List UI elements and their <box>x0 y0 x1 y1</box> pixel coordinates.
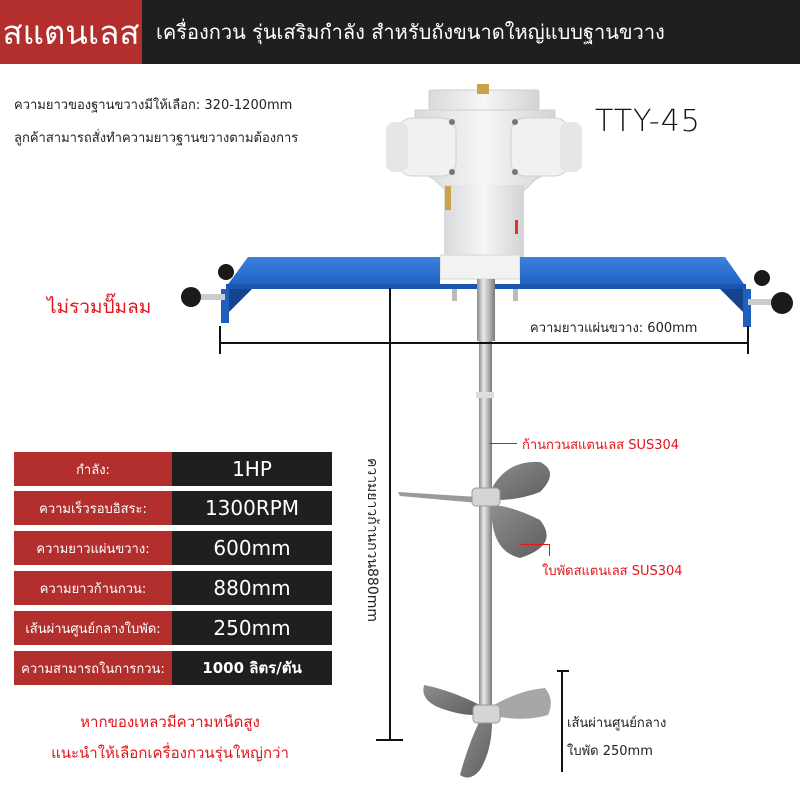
spec-value: 1HP <box>172 452 332 486</box>
spec-label: ความเร็วรอบอิสระ: <box>14 491 172 525</box>
plate-dimension-tick-right <box>747 326 749 354</box>
shaft-length-label: ความยาวก้านกวน880mm <box>364 457 380 623</box>
viscosity-warning-line1: หากของเหลวมีความหนืดสูง <box>80 713 260 731</box>
blade-diameter-dimension-line <box>561 670 563 772</box>
spec-row: ความยาวแผ่นขวาง: 600mm <box>14 531 332 565</box>
spec-label: ความยาวก้านกวน: <box>14 571 172 605</box>
blade-diameter-label-line2: ใบพัด 250mm <box>567 744 653 759</box>
blade-material-callout: ใบพัดสแตนเลส SUS304 <box>542 564 683 579</box>
plate-length-label: ความยาวแผ่นขวาง: 600mm <box>530 321 698 336</box>
plate-length-dimension-line <box>219 342 749 344</box>
base-length-note: ความยาวของฐานขวางมีให้เลือก: 320-1200mm <box>14 98 293 113</box>
blade-dimension-tick-top <box>557 670 569 672</box>
model-number: TTY-45 <box>595 104 701 139</box>
header-badge: สแตนเลส <box>0 0 142 64</box>
shaft-length-dimension-line <box>389 288 391 740</box>
spec-value: 1000 ลิตร/ตัน <box>172 651 332 685</box>
shaft-dimension-tick-bottom <box>376 739 403 741</box>
spec-row: ความสามารถในการกวน: 1000 ลิตร/ตัน <box>14 651 332 685</box>
spec-row: ความยาวก้านกวน: 880mm <box>14 571 332 605</box>
blade-diameter-label-line1: เส้นผ่านศูนย์กลาง <box>567 716 667 731</box>
no-air-pump-note: ไม่รวมปั๊มลม <box>47 296 152 318</box>
spec-value: 250mm <box>172 611 332 645</box>
spec-label: กำลัง: <box>14 452 172 486</box>
header-title: เครื่องกวน รุ่นเสริมกำลัง สำหรับถังขนาดใ… <box>156 20 665 44</box>
blade-callout-line-v <box>549 544 551 556</box>
spec-label: เส้นผ่านศูนย์กลางใบพัด: <box>14 611 172 645</box>
plate-dimension-tick-left <box>219 326 221 354</box>
spec-row: ความเร็วรอบอิสระ: 1300RPM <box>14 491 332 525</box>
spec-label: ความยาวแผ่นขวาง: <box>14 531 172 565</box>
spec-value: 880mm <box>172 571 332 605</box>
spec-value: 1300RPM <box>172 491 332 525</box>
header-title-bar: เครื่องกวน รุ่นเสริมกำลัง สำหรับถังขนาดใ… <box>142 0 800 64</box>
shaft-material-callout: ก้านกวนสแตนเลส SUS304 <box>522 438 680 453</box>
spec-value: 600mm <box>172 531 332 565</box>
spec-label: ความสามารถในการกวน: <box>14 651 172 685</box>
blade-callout-line-h <box>520 544 550 546</box>
header-badge-text: สแตนเลส <box>2 12 140 52</box>
spec-row: เส้นผ่านศูนย์กลางใบพัด: 250mm <box>14 611 332 645</box>
viscosity-warning-line2: แนะนำให้เลือกเครื่องกวนรุ่นใหญ่กว่า <box>51 744 289 762</box>
custom-length-note: ลูกค้าสามารถสั่งทำความยาวฐานขวางตามต้องก… <box>14 131 299 146</box>
air-motor-icon <box>386 84 582 280</box>
stirring-shaft-icon <box>476 279 495 721</box>
shaft-callout-line <box>489 443 517 445</box>
lower-impeller-icon <box>423 685 551 778</box>
spec-row: กำลัง: 1HP <box>14 452 332 486</box>
